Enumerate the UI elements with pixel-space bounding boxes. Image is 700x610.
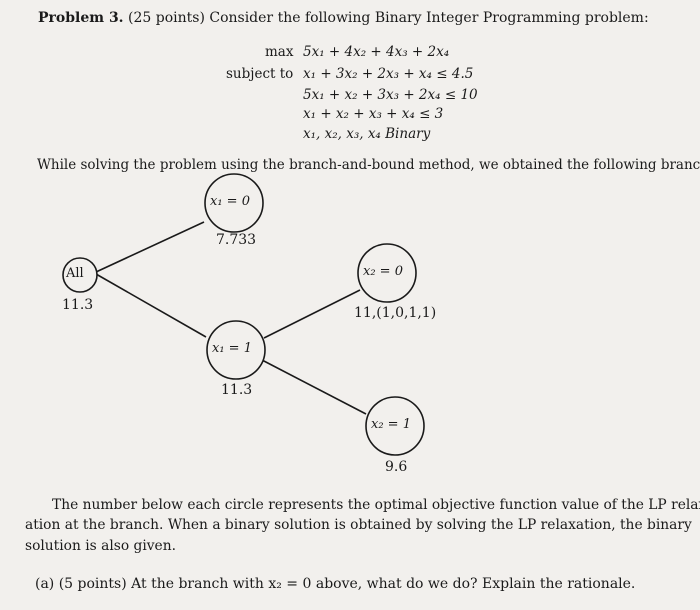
constraint-2: 5x₁ + x₂ + 3x₃ + 2x₄ ≤ 10: [303, 87, 478, 103]
problem-number: Problem 3.: [38, 10, 124, 26]
node-x2-1-label: x₂ = 1: [371, 417, 411, 432]
question-a: (a) (5 points) At the branch with x₂ = 0…: [35, 576, 636, 592]
node-x2-0-label: x₂ = 0: [363, 264, 403, 279]
node-x1-1-label: x₁ = 1: [212, 341, 252, 356]
node-x1-0-circle: [204, 173, 264, 233]
root-node-circle: [62, 257, 98, 293]
constraint-1: x₁ + 3x₂ + 2x₃ + x₄ ≤ 4.5: [303, 66, 474, 82]
edge-x1-1-x2-1: [261, 359, 367, 415]
node-x1-0-label: x₁ = 0: [210, 194, 250, 209]
edge-x1-1-x2-0: [263, 289, 361, 339]
problem-intro: Consider the following Binary Integer Pr…: [209, 10, 649, 26]
subject-to-keyword: subject to: [226, 66, 294, 82]
edge-root-x1-1: [95, 273, 207, 338]
binary-constraint: x₁, x₂, x₃, x₄ Binary: [303, 126, 431, 142]
problem-points: (25 points): [128, 10, 205, 26]
root-node-label: All: [66, 266, 84, 281]
node-x1-1-value: 11.3: [221, 382, 253, 398]
explanation-line-1: The number below each circle represents …: [52, 497, 700, 513]
edge-root-x1-0: [95, 221, 205, 273]
branch-intro-text: While solving the problem using the bran…: [37, 157, 700, 173]
node-x1-0-value: 7.733: [216, 232, 257, 248]
node-x2-1-circle: [365, 396, 425, 456]
constraint-3: x₁ + x₂ + x₃ + x₄ ≤ 3: [303, 106, 444, 122]
node-x1-1-circle: [206, 320, 266, 380]
objective-function: 5x₁ + 4x₂ + 4x₃ + 2x₄: [303, 44, 450, 60]
problem-header: Problem 3. (25 points) Consider the foll…: [38, 10, 649, 26]
root-node-value: 11.3: [62, 297, 94, 313]
node-x2-0-value: 11,(1,0,1,1): [354, 305, 437, 321]
node-x2-0-circle: [357, 243, 417, 303]
node-x2-1-value: 9.6: [385, 459, 408, 475]
explanation-line-3: solution is also given.: [25, 538, 176, 554]
max-keyword: max: [265, 44, 294, 60]
explanation-line-2: ation at the branch. When a binary solut…: [25, 517, 692, 533]
